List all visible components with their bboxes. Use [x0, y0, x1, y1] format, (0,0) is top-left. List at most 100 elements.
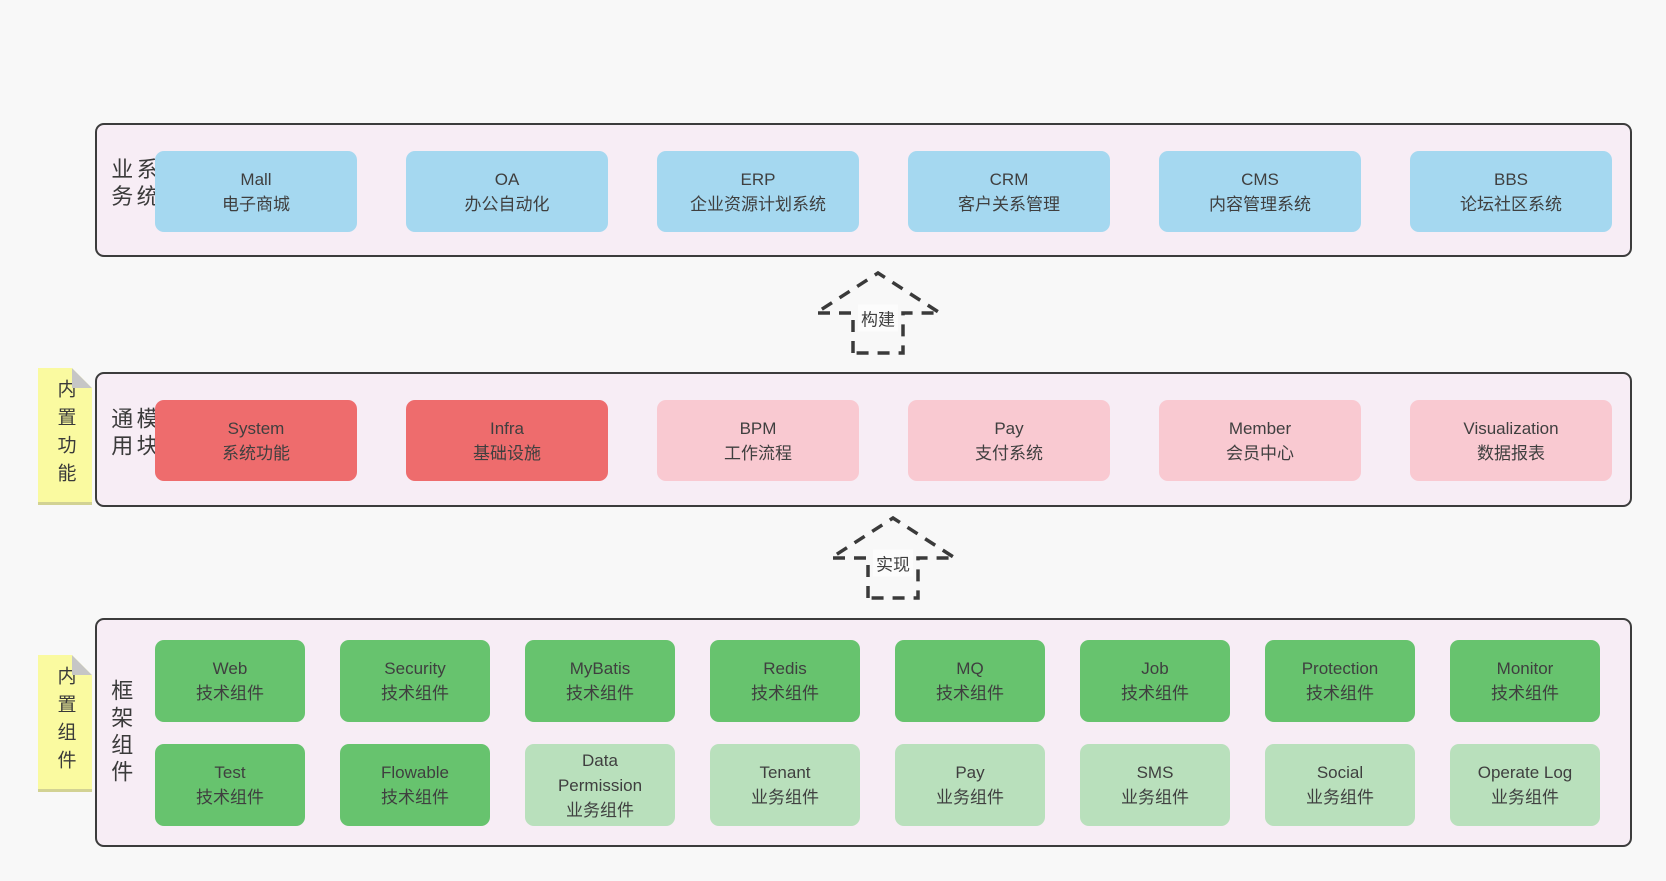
box-title: BPM [739, 418, 777, 438]
box-subtitle: 数据报表 [1477, 443, 1545, 463]
box-system: System 系统功能 [155, 400, 357, 481]
sticky-note-builtin-components: 内置组件 [38, 655, 92, 792]
box-title: Tenant [759, 763, 811, 782]
sticky-note-builtin-features: 内置功能 [38, 368, 92, 505]
box-subtitle: 企业资源计划系统 [690, 194, 826, 214]
sticky-note-text: 内置功能 [54, 379, 76, 491]
box-title: CMS [1241, 169, 1279, 189]
box-title: Monitor [1496, 659, 1554, 678]
panel-label-modules: 通用模块 [108, 406, 159, 461]
box-operate-log: Operate Log 业务组件 [1450, 744, 1600, 826]
box-title: Flowable [380, 763, 450, 782]
up-block-arrow-icon [825, 515, 961, 600]
sticky-note-text: 内置组件 [54, 666, 76, 778]
box-subtitle: 内容管理系统 [1209, 194, 1311, 214]
arrow-implement: 实现 [825, 513, 961, 601]
box-subtitle: 技术组件 [936, 684, 1004, 703]
box-title: MyBatis [569, 659, 631, 678]
box-job: Job 技术组件 [1080, 640, 1230, 722]
box-subtitle: 支付系统 [975, 443, 1043, 463]
box-subtitle: 技术组件 [381, 788, 449, 807]
box-subtitle: 业务组件 [1491, 788, 1559, 807]
arrow-build: 构建 [810, 268, 946, 356]
box-title: Test [214, 763, 246, 782]
box-protection: Protection 技术组件 [1265, 640, 1415, 722]
box-erp: ERP 企业资源计划系统 [657, 151, 859, 232]
box-sms: SMS 业务组件 [1080, 744, 1230, 826]
box-data-permission: Data Permission 业务组件 [525, 744, 675, 826]
box-subtitle: 业务组件 [566, 800, 634, 820]
box-title: BBS [1493, 169, 1529, 189]
folded-corner-icon [72, 368, 92, 388]
box-title: Social [1316, 763, 1364, 782]
folded-corner-icon [72, 655, 92, 675]
box-title: Infra [489, 418, 525, 438]
box-cms: CMS 内容管理系统 [1159, 151, 1361, 232]
box-monitor: Monitor 技术组件 [1450, 640, 1600, 722]
box-title: Data Permission [557, 750, 643, 795]
box-title: Operate Log [1477, 763, 1573, 782]
common-modules-panel: 通用模块 System 系统功能 Infra 基础设施 BPM 工作流程 Pay… [95, 372, 1632, 507]
box-title: Pay [955, 763, 985, 782]
box-subtitle: 基础设施 [473, 443, 541, 463]
box-subtitle: 会员中心 [1226, 443, 1294, 463]
up-block-arrow-icon [810, 270, 946, 355]
box-mall: Mall 电子商城 [155, 151, 357, 232]
box-subtitle: 技术组件 [196, 788, 264, 807]
components-row-2: Test 技术组件 Flowable 技术组件 Data Permission … [97, 744, 1630, 826]
box-subtitle: 业务组件 [936, 788, 1004, 807]
box-title: Redis [763, 659, 807, 678]
box-mybatis: MyBatis 技术组件 [525, 640, 675, 722]
box-subtitle: 电子商城 [222, 194, 290, 214]
box-visualization: Visualization 数据报表 [1410, 400, 1612, 481]
box-subtitle: 业务组件 [751, 788, 819, 807]
box-web: Web 技术组件 [155, 640, 305, 722]
box-test: Test 技术组件 [155, 744, 305, 826]
box-title: Mall [240, 169, 272, 189]
box-title: SMS [1136, 763, 1174, 782]
box-title: CRM [989, 169, 1029, 189]
box-flowable: Flowable 技术组件 [340, 744, 490, 826]
arrow-label: 实现 [873, 549, 913, 577]
box-social: Social 业务组件 [1265, 744, 1415, 826]
panel-label-components: 框架组件 [108, 678, 134, 787]
box-subtitle: 技术组件 [1491, 684, 1559, 703]
box-subtitle: 技术组件 [1306, 684, 1374, 703]
box-subtitle: 技术组件 [381, 684, 449, 703]
box-mq: MQ 技术组件 [895, 640, 1045, 722]
box-member: Member 会员中心 [1159, 400, 1361, 481]
box-subtitle: 系统功能 [222, 443, 290, 463]
box-redis: Redis 技术组件 [710, 640, 860, 722]
box-title: Pay [994, 418, 1024, 438]
box-subtitle: 技术组件 [1121, 684, 1189, 703]
box-title: ERP [740, 169, 776, 189]
box-oa: OA 办公自动化 [406, 151, 608, 232]
box-subtitle: 技术组件 [566, 684, 634, 703]
business-systems-panel: 业务系统 Mall 电子商城 OA 办公自动化 ERP 企业资源计划系统 CRM… [95, 123, 1632, 257]
box-title: Job [1141, 659, 1169, 678]
box-subtitle: 业务组件 [1121, 788, 1189, 807]
box-crm: CRM 客户关系管理 [908, 151, 1110, 232]
box-title: MQ [956, 659, 984, 678]
components-row-1: Web 技术组件 Security 技术组件 MyBatis 技术组件 Redi… [97, 640, 1630, 722]
box-infra: Infra 基础设施 [406, 400, 608, 481]
box-tenant: Tenant 业务组件 [710, 744, 860, 826]
box-bpm: BPM 工作流程 [657, 400, 859, 481]
box-title: Web [212, 659, 248, 678]
box-title: Visualization [1463, 418, 1559, 438]
box-subtitle: 论坛社区系统 [1460, 194, 1562, 214]
box-title: Security [384, 659, 446, 678]
box-subtitle: 工作流程 [724, 443, 792, 463]
box-title: OA [494, 169, 520, 189]
arrow-label: 构建 [858, 304, 898, 332]
box-title: Member [1228, 418, 1292, 438]
box-title: Protection [1301, 659, 1379, 678]
box-subtitle: 技术组件 [196, 684, 264, 703]
box-subtitle: 客户关系管理 [958, 194, 1060, 214]
framework-components-panel: 框架组件 Web 技术组件 Security 技术组件 MyBatis 技术组件… [95, 618, 1632, 847]
box-subtitle: 技术组件 [751, 684, 819, 703]
panel-label-business: 业务系统 [108, 157, 159, 212]
box-subtitle: 办公自动化 [464, 194, 550, 214]
box-subtitle: 业务组件 [1306, 788, 1374, 807]
